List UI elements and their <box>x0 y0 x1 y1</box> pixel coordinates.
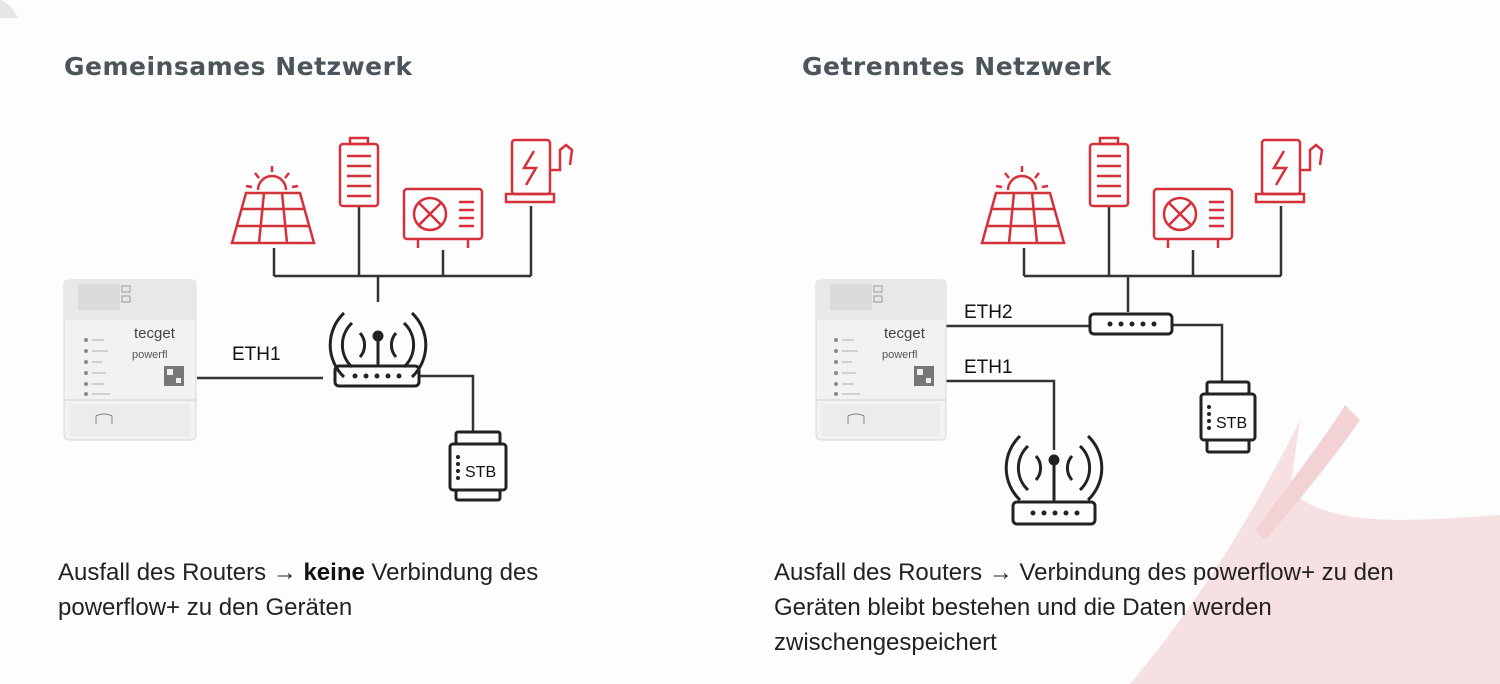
eth1-label: ETH1 <box>964 357 1013 378</box>
battery-icon <box>1088 136 1130 208</box>
panel-separate-network: Getrenntes Netzwerk <box>750 0 1500 684</box>
stb-module-icon: STB <box>1199 380 1257 454</box>
device-brand: tecget <box>134 325 176 342</box>
ev-charger-icon <box>504 138 574 204</box>
device-model: powerfl <box>882 349 917 361</box>
caption-part1: Ausfall des Routers <box>774 559 989 586</box>
eth2-label: ETH2 <box>964 302 1013 323</box>
arrow-icon: → <box>272 559 297 586</box>
device-model: powerfl <box>132 349 167 361</box>
stb-module-icon: STB <box>448 430 508 502</box>
device-brand: tecget <box>884 325 926 342</box>
caption-shared: Ausfall des Routers → keine Verbindung d… <box>58 555 658 625</box>
solar-panel-icon <box>980 166 1066 245</box>
caption-part1: Ausfall des Routers <box>58 559 273 586</box>
ev-charger-icon <box>1254 138 1324 204</box>
device-bus <box>946 206 1283 450</box>
caption-emphasis: keine <box>303 559 365 586</box>
heat-pump-icon <box>402 187 484 248</box>
stb-cable <box>1172 323 1224 382</box>
eth1-cable <box>946 379 1056 450</box>
powerflow-device: tecget powerfl <box>815 279 947 441</box>
device-bus <box>197 206 533 432</box>
separate-network-diagram: STB <box>815 136 1324 526</box>
stb-label: STB <box>1216 415 1247 432</box>
router-icon <box>1004 434 1104 526</box>
panel-title: Getrenntes Netzwerk <box>802 52 1112 81</box>
solar-panel-icon <box>230 166 316 245</box>
stb-label: STB <box>465 464 496 481</box>
caption-part2: Verbindung des powerflow+ zu den Geräten… <box>774 559 1394 656</box>
eth1-label: ETH1 <box>232 344 281 365</box>
battery-icon <box>338 136 380 208</box>
shared-network-diagram: STB tecget powerfl <box>63 136 574 502</box>
router-icon <box>328 311 428 388</box>
caption-part2: Verbindung des powerflow+ zu den Geräten <box>58 559 539 621</box>
stb-cable <box>420 374 475 432</box>
heat-pump-icon <box>1152 187 1234 248</box>
corner-mark <box>0 0 24 25</box>
arrow-icon: → <box>988 559 1013 586</box>
panel-title: Gemeinsames Netzwerk <box>64 52 413 81</box>
switch-icon <box>1088 312 1174 336</box>
panel-shared-network: Gemeinsames Netzwerk <box>58 52 658 625</box>
powerflow-device: tecget powerfl <box>63 279 197 441</box>
caption-separate: Ausfall des Routers → Verbindung des pow… <box>774 555 1474 660</box>
